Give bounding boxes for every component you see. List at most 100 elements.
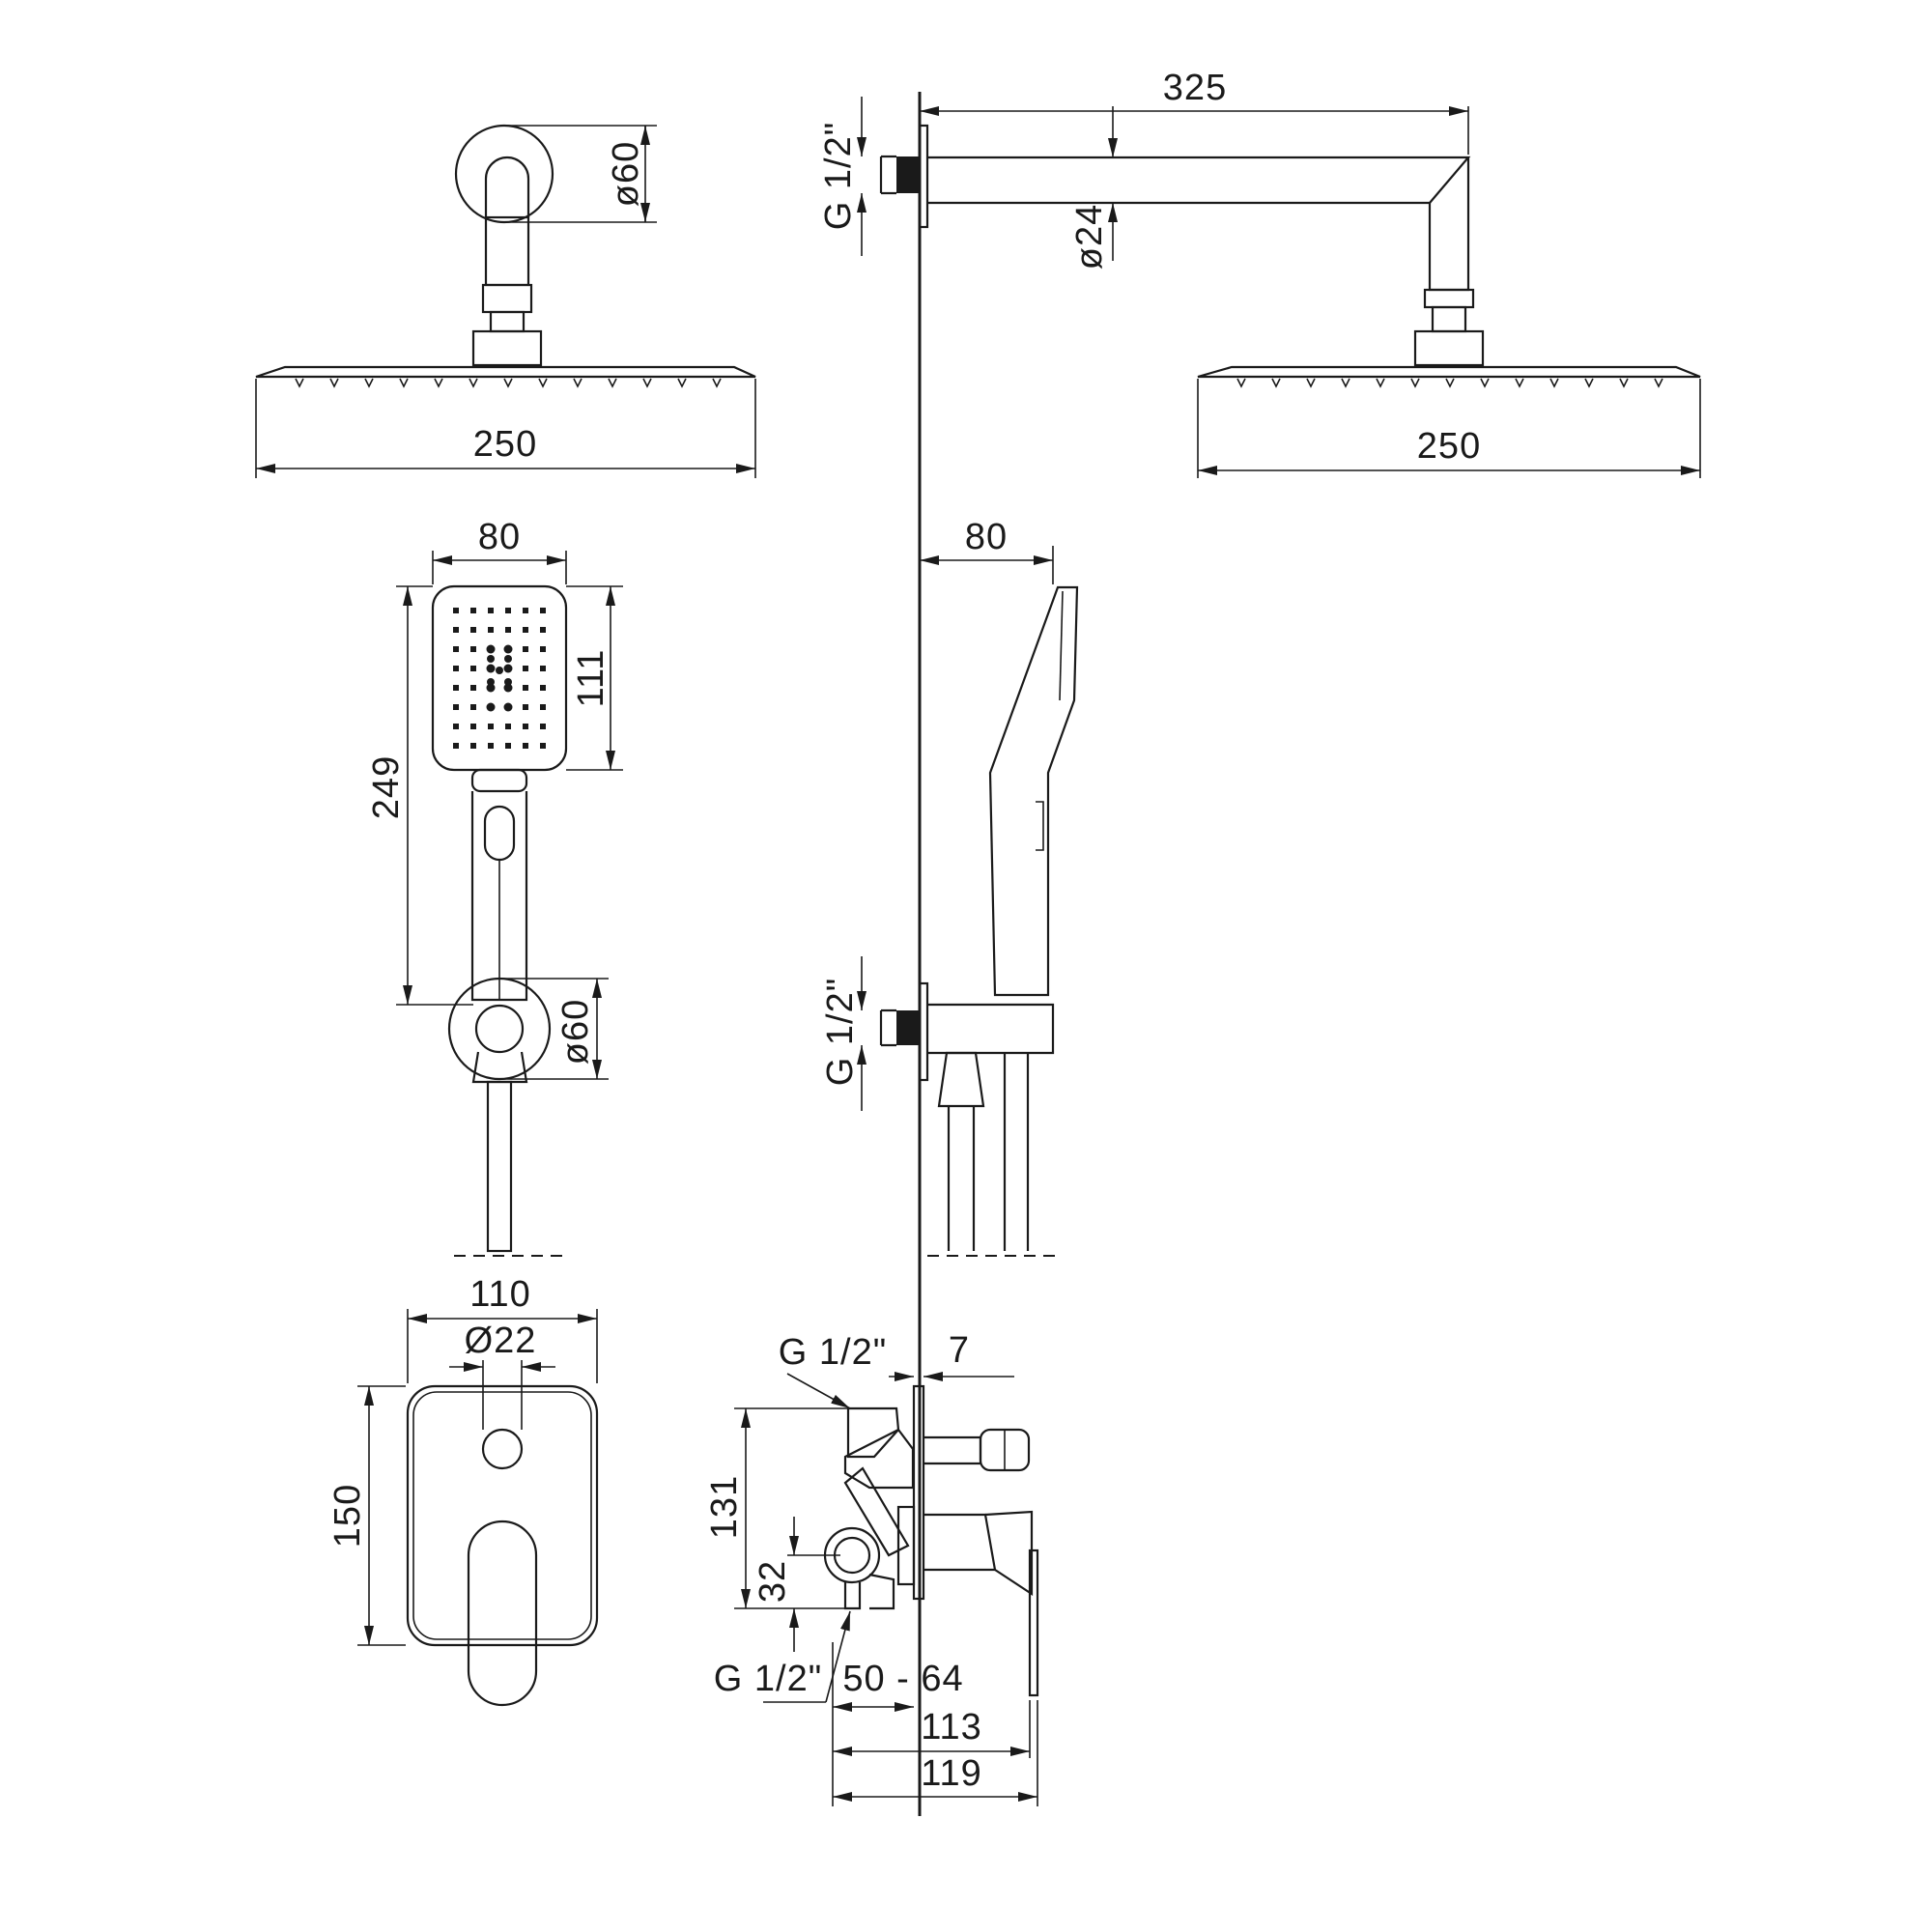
nozzle [1271,378,1281,388]
holder-thread-side [896,1010,920,1045]
valve-plate [912,1384,925,1601]
nozzle [1480,378,1490,388]
hand-nozzle [503,644,513,654]
hand-nozzle [505,743,511,749]
hand-nozzle [503,664,513,673]
dim-label-hand-width-front: 80 [478,517,521,557]
hand-nozzle [505,724,511,729]
hand-nozzle [453,646,459,652]
dim-label-head-width-side: 250 [1417,426,1481,467]
lever-handle [467,1520,538,1707]
hand-nozzle [540,608,546,613]
hand-nozzle [540,666,546,671]
hand-nozzle [488,743,494,749]
dim-mounting-depth: 50 - 64 [832,1642,963,1806]
hand-nozzle [453,743,459,749]
nozzle [677,378,687,388]
valve-diagonal [843,1466,910,1557]
dim-label-arm-thread: G 1/2" [818,122,859,230]
mixer-valve-side-view [823,1384,1039,1697]
hand-nozzle [503,683,513,693]
arm-thread-side [896,156,920,193]
nozzle [1341,378,1350,388]
nozzle [503,378,513,388]
dim-label-valve-height: 131 [704,1475,745,1539]
dim-label-arm-length: 325 [1163,68,1227,108]
nozzle [1376,378,1385,388]
nozzle [608,378,617,388]
nozzle [1306,378,1316,388]
nozzle [1515,378,1524,388]
hand-nozzle [470,608,476,613]
hand-shower-nozzle-grid [453,608,546,749]
hand-shower-side-body [988,585,1079,997]
hand-nozzle [470,646,476,652]
hand-nozzle [505,627,511,633]
rain-shower-side-view [879,124,1701,388]
hand-nozzle [540,743,546,749]
hand-nozzle [505,608,511,613]
hand-nozzle [470,627,476,633]
dim-cover-height: 150 [327,1385,406,1646]
hand-nozzle [540,704,546,710]
dim-label-mounting-depth: 50 - 64 [842,1659,963,1699]
dim-hand-depth-side: 80 [920,517,1054,584]
nozzle [1654,378,1663,388]
hand-nozzle [540,646,546,652]
head-neck [489,310,526,333]
arm-joint [481,283,533,314]
rain-head-plate-side [1197,365,1701,379]
dim-label-valve-bottom-thread: G 1/2" [714,1659,822,1699]
rain-head-nozzles-side [1236,378,1663,388]
nozzle [1410,378,1420,388]
dim-cover-width: 110 [407,1274,598,1383]
dim-flange-front: ø60 [504,125,657,223]
hand-nozzle [453,685,459,691]
hand-nozzle [453,704,459,710]
dim-label-hand-total-length: 249 [366,755,407,819]
hand-shower-neck [470,768,528,793]
nozzle [1619,378,1629,388]
hand-nozzle [503,702,513,712]
hand-nozzle [470,743,476,749]
rain-shower-front-view [255,124,756,388]
dim-valve-depth-short: 113 [833,1700,1031,1758]
hand-nozzle [523,685,528,691]
hand-nozzle [540,724,546,729]
dim-plate-thickness: 7 [889,1330,1014,1381]
dim-label-knob-diameter: Ø22 [465,1321,537,1361]
hand-nozzle [488,608,494,613]
nozzle [712,378,722,388]
dim-label-valve-depth-long: 119 [921,1753,982,1794]
hand-nozzle [487,655,495,663]
dim-label-holder-thread: G 1/2" [820,978,861,1086]
dim-valve-offset: 32 [753,1517,840,1652]
nozzle [1445,378,1455,388]
dim-hand-total-length: 249 [366,585,473,1006]
hand-nozzle [470,704,476,710]
rain-head-nozzles [295,378,722,388]
valve-stem-lower [923,1513,997,1572]
hand-nozzle [523,608,528,613]
dim-label-hand-head-height: 111 [571,649,611,708]
handle-button [483,805,516,862]
nozzle [469,378,478,388]
dim-valve-height: 131 [704,1407,848,1609]
hand-nozzle [523,646,528,652]
holder-connector [474,1004,525,1054]
hand-nozzle [488,724,494,729]
hand-nozzle [504,678,512,686]
dim-label-hand-depth-side: 80 [965,517,1008,557]
valve-body-upper [843,1428,915,1490]
hand-nozzle [523,724,528,729]
dim-label-arm-diameter: ø24 [1069,204,1110,270]
wall-flange-circle [454,124,554,224]
hand-nozzle [470,666,476,671]
nozzle [1549,378,1559,388]
dim-head-width-side: 250 [1197,379,1701,478]
dim-valve-top-thread: G 1/2" [779,1332,886,1409]
dim-valve-bottom-thread: G 1/2" [714,1610,851,1703]
rain-head-plate [255,365,756,379]
hand-nozzle [496,667,503,674]
